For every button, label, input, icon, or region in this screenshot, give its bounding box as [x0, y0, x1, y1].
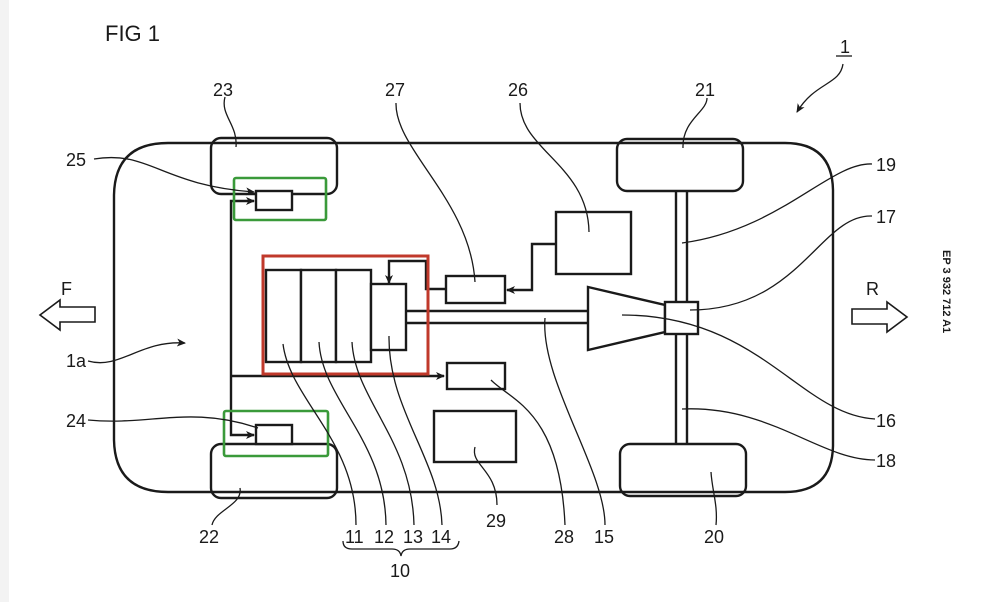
rear-direction-label: R — [866, 279, 879, 299]
sensor-25-highlight — [232, 176, 328, 222]
bus-to-sensor-24-arrow — [229, 431, 255, 439]
leader-21 — [682, 97, 708, 149]
leader-13 — [351, 341, 415, 526]
unit-27-to-14-arrow — [385, 259, 446, 291]
leader-11 — [282, 343, 357, 526]
leader-16 — [621, 314, 876, 420]
sensor-24-box — [254, 423, 294, 446]
leader-19 — [681, 163, 873, 244]
leader-25 — [93, 156, 255, 196]
wheel-rear-left — [615, 137, 745, 193]
leader-12 — [318, 341, 387, 526]
sensor-25-box — [254, 189, 294, 212]
label-21: 21 — [695, 80, 715, 100]
leader-14 — [388, 335, 443, 526]
label-27: 27 — [385, 80, 405, 100]
label-29: 29 — [486, 511, 506, 531]
wheel-front-left — [209, 136, 339, 196]
wheel-front-right — [209, 442, 339, 500]
label-18: 18 — [876, 451, 896, 471]
leader-29 — [473, 446, 498, 506]
figure-title: FIG 1 — [105, 21, 160, 46]
label-22: 22 — [199, 527, 219, 547]
label-19: 19 — [876, 155, 896, 175]
label-13: 13 — [403, 527, 423, 547]
vehicle-body-outline — [112, 141, 835, 494]
label-1a: 1a — [66, 351, 87, 371]
vehicle-ref-label: 1 — [840, 37, 850, 57]
leader-23 — [223, 96, 237, 148]
leader-26 — [519, 102, 590, 233]
front-direction-arrow-icon — [38, 298, 96, 332]
component-12-block — [299, 268, 338, 364]
component-13-block — [334, 268, 373, 364]
unit-26-to-27-arrow — [506, 242, 556, 294]
leader-24 — [87, 416, 259, 429]
bus-to-sensor-25-arrow — [229, 197, 255, 205]
wheel-rear-right — [618, 442, 748, 498]
label-20: 20 — [704, 527, 724, 547]
leader-17 — [689, 215, 873, 311]
publication-number: EP 3 932 712 A1 — [940, 250, 952, 333]
label-14: 14 — [431, 527, 451, 547]
drive-unit-highlight — [261, 254, 430, 376]
differential-box — [663, 300, 700, 336]
label-11: 11 — [345, 527, 364, 547]
leader-20 — [710, 471, 718, 526]
leader-22 — [211, 487, 241, 526]
label-12: 12 — [374, 527, 394, 547]
label-17: 17 — [876, 207, 896, 227]
leader-28 — [490, 379, 566, 526]
label-16: 16 — [876, 411, 896, 431]
differential-cone — [586, 285, 667, 352]
front-direction-label: F — [61, 279, 72, 299]
group-10-brace — [342, 540, 460, 557]
label-25: 25 — [66, 150, 86, 170]
leader-27 — [395, 102, 476, 283]
leader-18 — [681, 408, 876, 461]
label-10: 10 — [390, 561, 410, 581]
label-15: 15 — [594, 527, 614, 547]
rear-direction-arrow-icon — [851, 300, 909, 334]
vehicle-ref-leader — [796, 63, 844, 113]
label-24: 24 — [66, 411, 86, 431]
label-26: 26 — [508, 80, 528, 100]
page-margin — [0, 0, 9, 602]
leader-1a — [87, 338, 186, 364]
label-23: 23 — [213, 80, 233, 100]
label-28: 28 — [554, 527, 574, 547]
leader-15 — [544, 317, 606, 526]
unit-26-box — [554, 210, 633, 276]
